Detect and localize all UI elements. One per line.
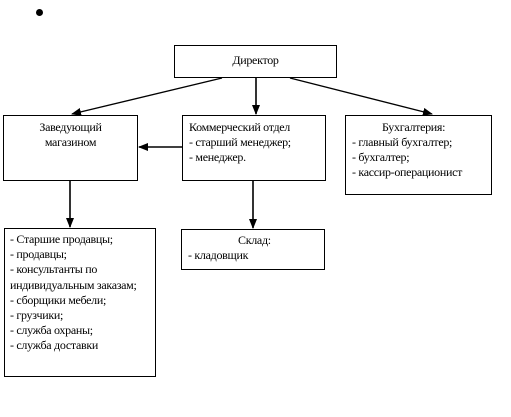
- staff-item: - Старшие продавцы;: [10, 232, 113, 246]
- warehouse-box: Склад: - кладовщик: [181, 229, 325, 270]
- warehouse-title: Склад:: [238, 233, 271, 247]
- staff-item: - консультанты по индивидуальным заказам…: [10, 262, 137, 292]
- arrow-director-to-accounting: [289, 77, 433, 116]
- accounting-item: - бухгалтер;: [352, 150, 410, 164]
- warehouse-item: - кладовщик: [188, 248, 249, 262]
- store-manager-box: Заведующий магазином: [3, 115, 138, 181]
- commercial-item: - менеджер.: [189, 150, 246, 164]
- accounting-item: - главный бухгалтер;: [352, 135, 453, 149]
- staff-item: - продавцы;: [10, 247, 67, 262]
- store-manager-line-2: магазином: [44, 135, 97, 149]
- store-staff-box: - Старшие продавцы; - продавцы; - консул…: [4, 228, 156, 377]
- staff-item: - служба доставки: [10, 338, 98, 353]
- accounting-title: Бухгалтерия:: [382, 120, 446, 134]
- director-title: Директор: [232, 53, 279, 67]
- staff-item: - сборщики мебели;: [10, 292, 107, 307]
- accounting-item: - кассир-операционист: [352, 165, 463, 179]
- director-box: Директор: [174, 45, 337, 78]
- arrow-director-to-store-manager: [71, 77, 223, 116]
- commercial-item: - старший менеджер;: [189, 135, 291, 149]
- accounting-box: Бухгалтерия: - главный бухгалтер; - бухг…: [345, 115, 492, 195]
- commercial-department-box: Коммерческий отдел - старший менеджер; -…: [182, 115, 326, 181]
- staff-item: - служба охраны;: [10, 323, 93, 338]
- commercial-title: Коммерческий отдел: [189, 120, 291, 134]
- store-manager-line-1: Заведующий: [39, 120, 102, 134]
- staff-item: - грузчики;: [10, 308, 64, 323]
- bullet-marker: [36, 9, 43, 16]
